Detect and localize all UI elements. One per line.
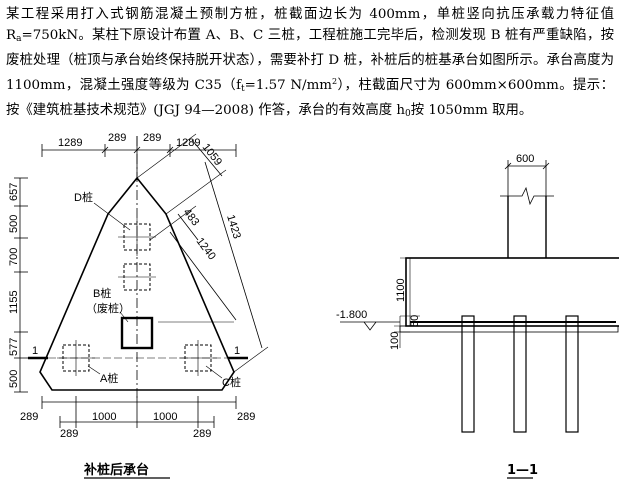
problem-text-4: ），柱截面尺寸为 600mm×600mm。提示：按《建筑桩基技术规范》(JGJ … [6,78,614,118]
pile-d-label: D桩 [74,190,93,204]
top-dim-2: 289 [108,132,126,144]
problem-statement: 某工程采用打入式钢筋混凝土预制方桩，桩截面边长为 400mm，单桩竖向抗压承载力… [6,4,614,125]
pile-cap-plan [14,133,269,428]
pile-c-label: C桩 [222,375,241,389]
diag-dim-1059: 1059 [200,141,225,168]
bottom-dim-4: 289 [237,411,255,423]
section-1-1 [340,160,619,433]
problem-text-3: =1.57 N/mm [244,78,332,93]
problem-text-5: 按 1050mm 取用。 [410,103,533,118]
section-mark-right: 1 [234,345,240,357]
ra-subscript: a [16,34,22,44]
cap-height-dim: 1100 [395,278,407,302]
pile-b-label: B桩 [93,286,111,300]
pile-b-note: （废桩） [86,301,130,315]
embed-dim: 50 [409,315,421,327]
cushion-dim: 100 [389,332,401,350]
left-dim-6: 500 [8,370,20,388]
top-dim-4: 1289 [176,137,200,149]
unit-superscript: 2 [331,77,338,86]
top-dim-3: 289 [143,132,161,144]
plan-caption: 补桩后承台 [83,462,149,478]
plan-dimension-labels: 1289 289 289 1289 657 500 700 1155 577 5… [8,132,255,440]
bottom-dim-3: 1000 [153,411,177,423]
diag-dim-483: 483 [181,206,202,228]
h0-subscript: 0 [404,109,411,119]
left-dim-3: 700 [8,248,20,266]
diag-dim-1423: 1423 [224,213,243,240]
bottom-dim-1: 289 [20,411,38,423]
left-dim-1: 657 [8,183,20,201]
bottom-dim-5: 289 [60,428,78,440]
problem-text-2: =750kN。某柱下原设计布置 A、B、C 三桩，工程桩施工完毕后，检测发现 B… [6,28,614,93]
bottom-dim-2: 1000 [92,411,116,423]
problem-text-1: 某工程采用打入式钢筋混凝土预制方桩，桩截面边长为 400mm，单桩竖向抗压承载力… [6,7,614,43]
bottom-dim-6: 289 [193,428,211,440]
left-dim-5: 577 [8,338,20,356]
ft-subscript: t [241,84,245,94]
diag-dim-1240: 1240 [194,236,218,263]
elevation-label: -1.800 [336,309,367,321]
column-width-dim: 600 [516,153,534,165]
section-mark-left: 1 [32,345,38,357]
section-caption: 1—1 [507,463,538,478]
left-dim-2: 500 [8,215,20,233]
top-dim-1: 1289 [58,137,82,149]
pile-a-label: A桩 [100,371,118,385]
left-dim-4: 1155 [8,290,20,314]
section-labels: 600 1100 50 100 -1.800 [336,153,534,350]
